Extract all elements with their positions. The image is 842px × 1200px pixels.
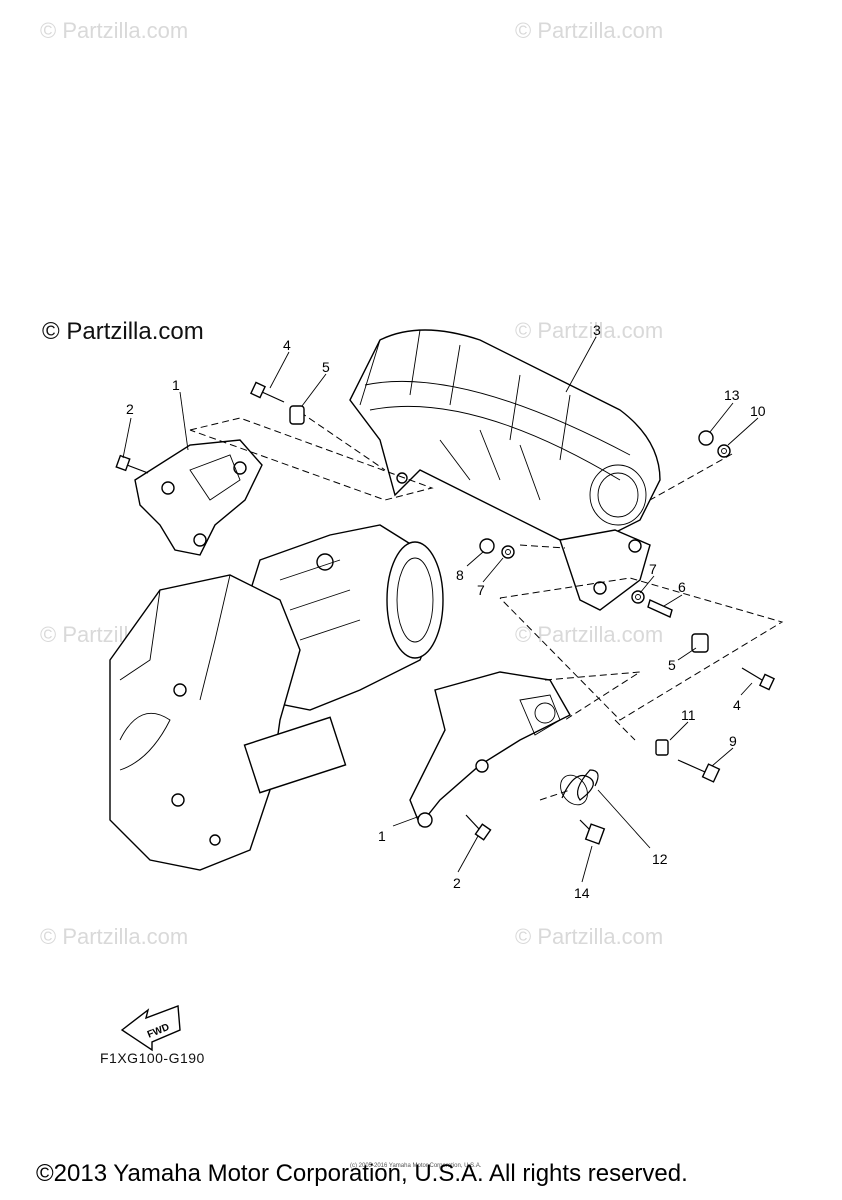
hardware (115, 381, 775, 845)
cover-bracket (559, 529, 651, 611)
fwd-arrow-icon: FWD (120, 1005, 181, 1052)
callout-label: 5 (322, 359, 330, 375)
footer-copyright: ©2013 Yamaha Motor Corporation, U.S.A. A… (36, 1160, 688, 1187)
callout-label: 2 (453, 875, 461, 891)
diagram-code: F1XG100-G190 (100, 1050, 205, 1066)
callout-label: 4 (283, 337, 291, 353)
callout-label: 2 (126, 401, 134, 417)
partzilla-watermark: © Partzilla.com (42, 318, 204, 345)
jet-pump-assembly (109, 524, 444, 871)
watermark: © Partzilla.com (515, 318, 664, 343)
callout-label: 1 (378, 828, 386, 844)
watermark: © Partzilla.com (40, 18, 189, 43)
callout-label: 11 (681, 707, 696, 723)
callout-numbers: 1 2 3 4 5 13 10 8 7 7 6 5 4 11 9 1 2 14 … (126, 322, 766, 901)
callout-label: 7 (477, 582, 485, 598)
part-3-cover (349, 329, 661, 541)
callout-label: 4 (733, 697, 741, 713)
watermark: © Partzilla.com (40, 924, 189, 949)
callout-label: 1 (172, 377, 180, 393)
watermark: © Partzilla.com (515, 924, 664, 949)
watermark: © Partzilla.com (515, 622, 664, 647)
part-1-lower-mount (409, 671, 571, 828)
callout-label: 9 (729, 733, 737, 749)
callout-label: 7 (649, 561, 657, 577)
callout-label: 14 (574, 885, 590, 901)
callout-label: 3 (593, 322, 601, 338)
callout-label: 13 (724, 387, 740, 403)
part-1-upper-mount (134, 439, 263, 556)
callout-label: 10 (750, 403, 766, 419)
callout-label: 5 (668, 657, 676, 673)
watermark: © Partzilla.com (515, 18, 664, 43)
assembly-leaders-lower (499, 544, 784, 801)
callout-label: 6 (678, 579, 686, 595)
small-copyright: (c) 2005-2016 Yamaha Motor Corporation, … (350, 1163, 482, 1169)
callout-label: 8 (456, 567, 464, 583)
assembly-leaders-upper (189, 411, 733, 501)
callout-leaders (122, 336, 759, 883)
callout-label: 12 (652, 851, 668, 867)
